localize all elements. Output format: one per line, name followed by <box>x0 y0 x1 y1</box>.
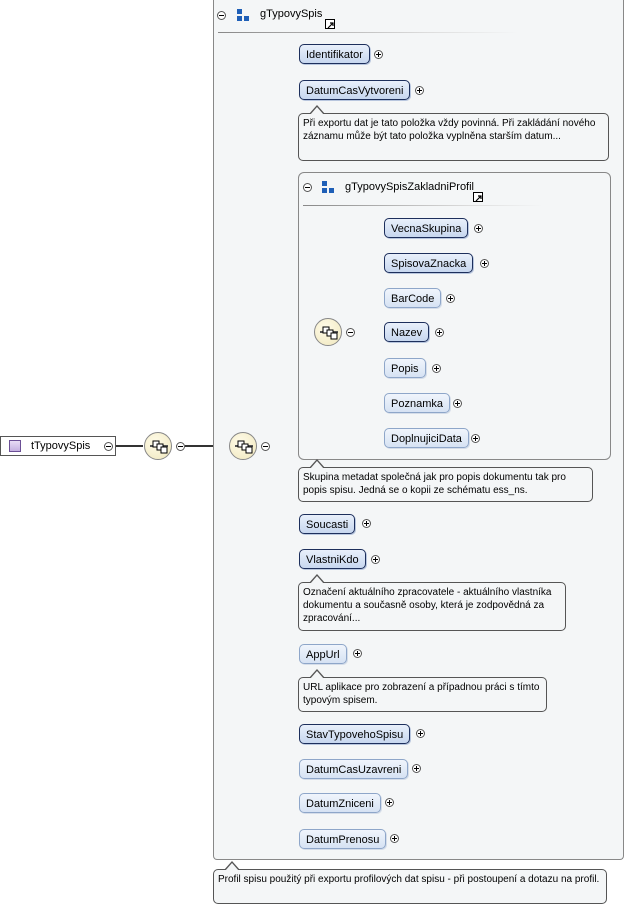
expand-barcode-icon[interactable] <box>446 294 455 303</box>
element-datumcasvytvoreni[interactable]: DatumCasVytvoreni <box>299 80 411 100</box>
expand-popis-icon[interactable] <box>432 364 441 373</box>
collapse-root-icon[interactable] <box>104 442 113 451</box>
reference-arrow-icon <box>325 19 335 29</box>
expand-poznamka-icon[interactable] <box>453 399 462 408</box>
annotation-appurl: URL aplikace pro zobrazení a případnou p… <box>298 669 547 712</box>
sequence-compositor-icon[interactable] <box>144 432 172 460</box>
sequence-compositor-icon[interactable] <box>229 432 257 460</box>
expand-datumzniceni-icon[interactable] <box>385 798 394 807</box>
element-nazev[interactable]: Nazev <box>384 322 430 342</box>
annotation-vlastnikdo: Označení aktuálního zpracovatele - aktuá… <box>298 574 566 631</box>
collapse-sequence-icon[interactable] <box>261 442 270 451</box>
collapse-sequence-icon[interactable] <box>346 328 355 337</box>
element-barcode[interactable]: BarCode <box>384 288 442 308</box>
sequence-compositor-icon[interactable] <box>314 318 342 346</box>
annotation-datumcasvytvoreni: Při exportu dat je tato položka vždy pov… <box>298 105 609 161</box>
element-vecnaskupina[interactable]: VecnaSkupina <box>384 218 469 238</box>
expand-stavtypovehospisu-icon[interactable] <box>416 729 425 738</box>
collapse-inner-group-icon[interactable] <box>303 183 312 192</box>
expand-datumcasvytvoreni-icon[interactable] <box>415 86 424 95</box>
outer-group-title-rule <box>218 32 518 33</box>
inner-group-frame <box>298 172 611 460</box>
expand-datumcasuzavreni-icon[interactable] <box>412 764 421 773</box>
inner-group-title[interactable]: gTypovySpisZakladniProfil <box>345 181 475 193</box>
root-type-label: tTypovySpis <box>31 440 91 452</box>
element-datumzniceni[interactable]: DatumZniceni <box>299 793 381 813</box>
expand-spisovaznacka-icon[interactable] <box>480 259 489 268</box>
element-poznamka[interactable]: Poznamka <box>384 393 450 413</box>
expand-appurl-icon[interactable] <box>353 649 362 658</box>
element-appurl[interactable]: AppUrl <box>299 644 347 664</box>
expand-datumprenosu-icon[interactable] <box>390 834 399 843</box>
element-doplnujicidata[interactable]: DoplnujiciData <box>384 428 469 448</box>
element-popis[interactable]: Popis <box>384 358 426 378</box>
expand-vlastnikdo-icon[interactable] <box>371 555 380 564</box>
reference-arrow-icon <box>473 192 483 202</box>
outer-group-title[interactable]: gTypovySpis <box>260 8 323 20</box>
annotation-outer-group: Profil spisu použitý při exportu profilo… <box>213 861 607 904</box>
annotation-inner-group: Skupina metadat společná jak pro popis d… <box>298 459 593 502</box>
expand-vecnaskupina-icon[interactable] <box>474 224 483 233</box>
inner-group-title-rule <box>303 205 543 206</box>
collapse-sequence-icon[interactable] <box>176 442 185 451</box>
expand-identifikator-icon[interactable] <box>374 50 383 59</box>
group-icon <box>322 181 334 193</box>
element-identifikator[interactable]: Identifikator <box>299 44 370 64</box>
element-stavtypovehospisu[interactable]: StavTypovehoSpisu <box>299 724 411 744</box>
complex-type-icon <box>9 440 21 452</box>
element-datumcasuzavreni[interactable]: DatumCasUzavreni <box>299 759 409 779</box>
collapse-outer-group-icon[interactable] <box>217 11 226 20</box>
element-soucasti[interactable]: Soucasti <box>299 514 356 534</box>
group-icon <box>237 9 249 21</box>
element-vlastnikdo[interactable]: VlastniKdo <box>299 549 366 569</box>
expand-doplnujicidata-icon[interactable] <box>471 434 480 443</box>
element-datumprenosu[interactable]: DatumPrenosu <box>299 829 387 849</box>
expand-nazev-icon[interactable] <box>435 328 444 337</box>
element-spisovaznacka[interactable]: SpisovaZnacka <box>384 253 474 273</box>
expand-soucasti-icon[interactable] <box>362 519 371 528</box>
root-type-box[interactable]: tTypovySpis <box>0 436 116 456</box>
